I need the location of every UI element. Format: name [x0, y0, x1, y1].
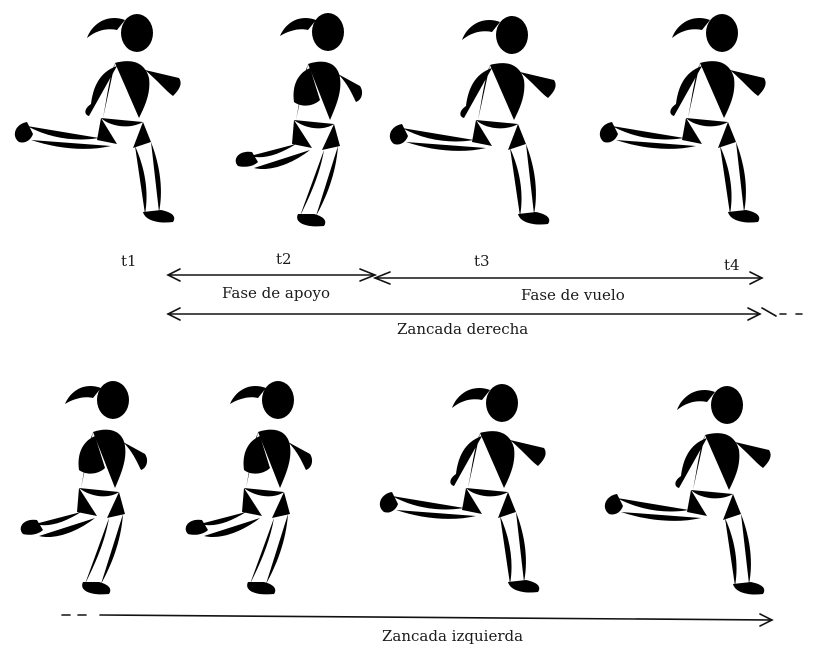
time-label-t2: t2 — [276, 250, 292, 268]
time-label-t3: t3 — [474, 252, 490, 270]
flight-phase-label: Fase de vuelo — [521, 286, 625, 304]
runner-figure-t3 — [390, 16, 556, 225]
support-phase-arrow — [168, 269, 375, 281]
support-phase-label: Fase de apoyo — [222, 284, 330, 302]
time-label-t1: t1 — [121, 252, 137, 270]
left-stride-arrow — [62, 614, 772, 626]
right-stride-arrow — [168, 308, 802, 320]
runner-figure-t1 — [15, 14, 181, 223]
runner-figure-bottom-3 — [380, 384, 546, 593]
runner-figure-t2 — [236, 13, 362, 226]
runner-figure-bottom-2 — [186, 381, 312, 594]
right-stride-label: Zancada derecha — [397, 320, 528, 338]
flight-phase-arrow — [375, 272, 762, 284]
runner-figure-t4 — [600, 14, 766, 223]
runner-figure-bottom-4 — [605, 386, 771, 595]
left-stride-label: Zancada izquierda — [382, 627, 523, 645]
runner-figure-bottom-1 — [21, 381, 147, 594]
time-label-t4: t4 — [724, 256, 740, 274]
